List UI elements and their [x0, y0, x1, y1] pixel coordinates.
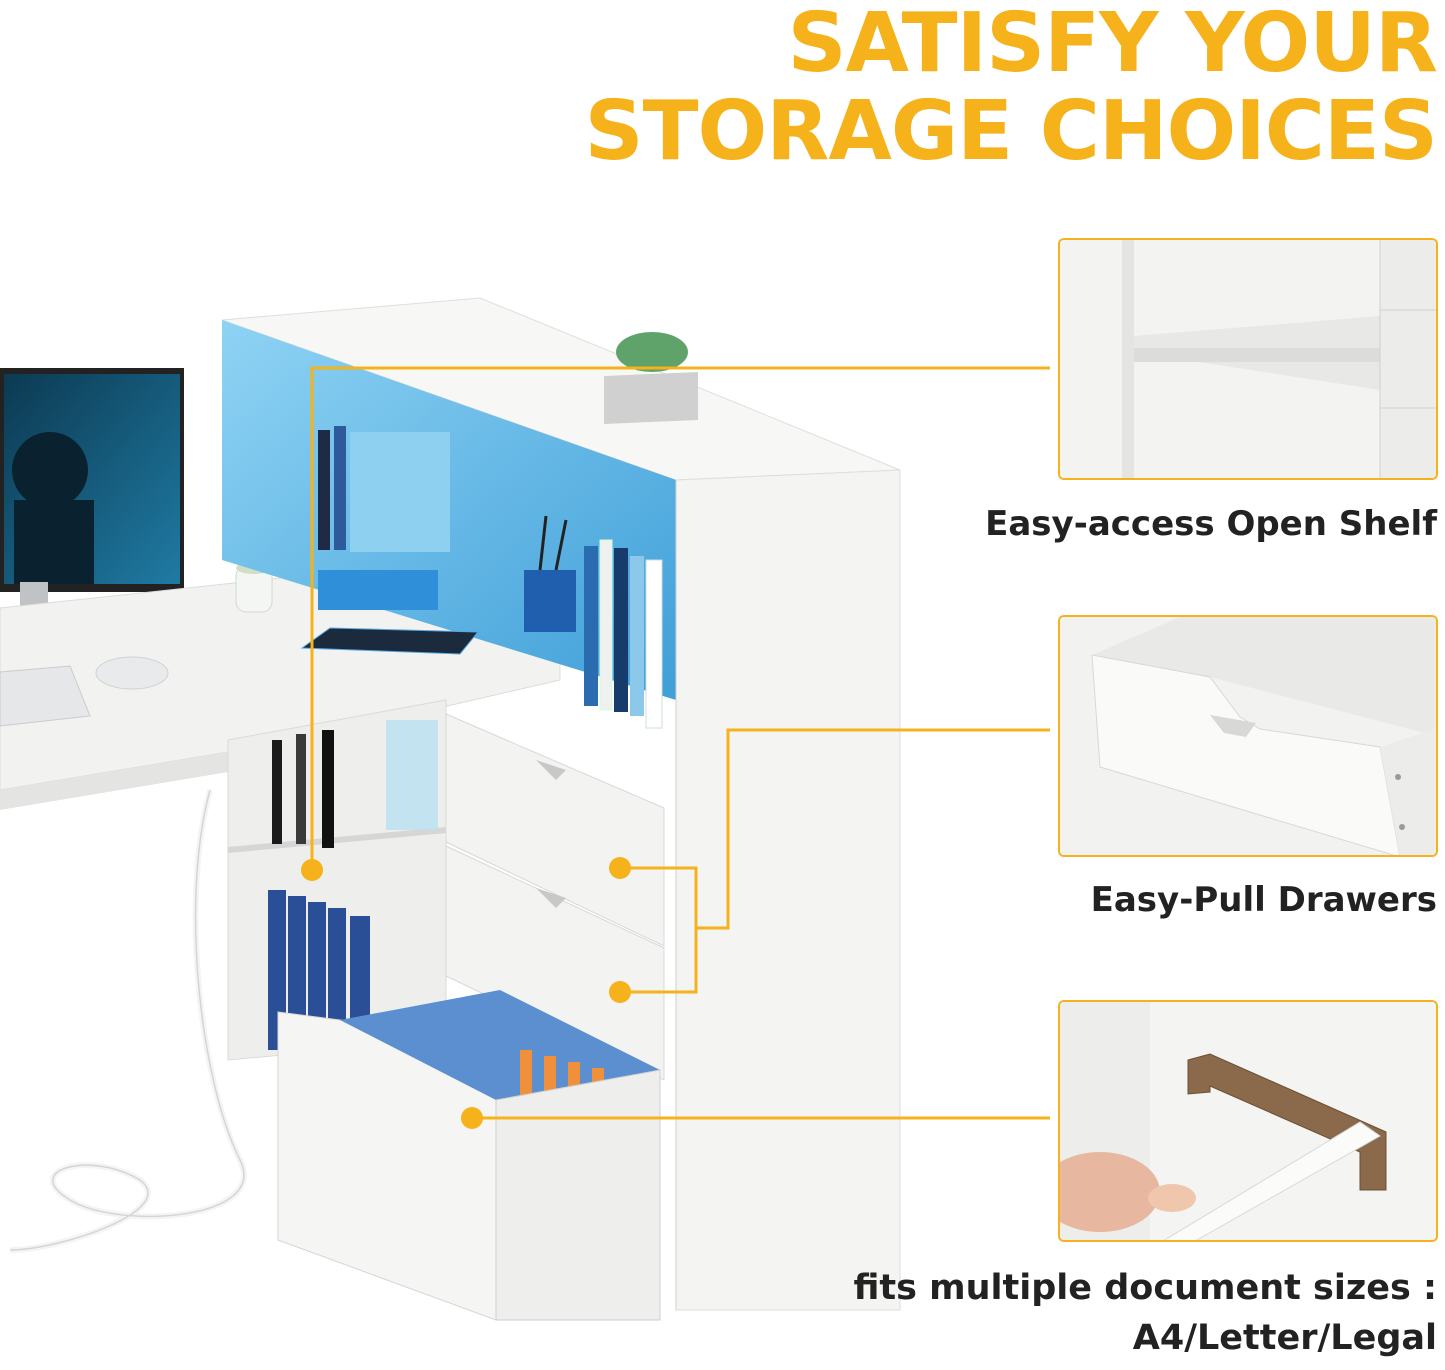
monitor	[0, 368, 184, 640]
file-rail-photo	[1058, 1000, 1438, 1242]
callout-lines	[310, 366, 1050, 1120]
drawers-label: Easy-Pull Drawers	[1090, 880, 1437, 920]
open-shelf-photo	[1058, 238, 1438, 480]
power-cable	[9, 789, 247, 1253]
file-rail-image	[1060, 1002, 1436, 1240]
file-drawer	[277, 990, 661, 1321]
drawer-image	[1060, 617, 1436, 855]
document-sizes-list: A4/Letter/Legal	[1132, 1318, 1437, 1358]
headline-line-1: SATISFY YOUR	[787, 0, 1439, 91]
pen-holder	[524, 570, 576, 632]
headline: SATISFY YOUR STORAGE CHOICES	[584, 0, 1439, 179]
tablet	[300, 627, 480, 655]
hutch-books	[318, 426, 663, 729]
headline-line-2: STORAGE CHOICES	[584, 84, 1438, 179]
keyboard	[0, 665, 91, 727]
drawer-photo	[1058, 615, 1438, 857]
open-shelf-label: Easy-access Open Shelf	[985, 504, 1437, 544]
mouse	[95, 656, 169, 690]
open-shelf-image	[1060, 240, 1436, 478]
drawer-stack	[445, 713, 665, 1081]
lower-shelves	[227, 699, 447, 1061]
organizer	[318, 570, 438, 610]
plant	[604, 332, 698, 424]
document-sizes-label: fits multiple document sizes :	[853, 1268, 1437, 1308]
callout-dots	[301, 857, 631, 1129]
product-illustration	[0, 297, 1050, 1321]
